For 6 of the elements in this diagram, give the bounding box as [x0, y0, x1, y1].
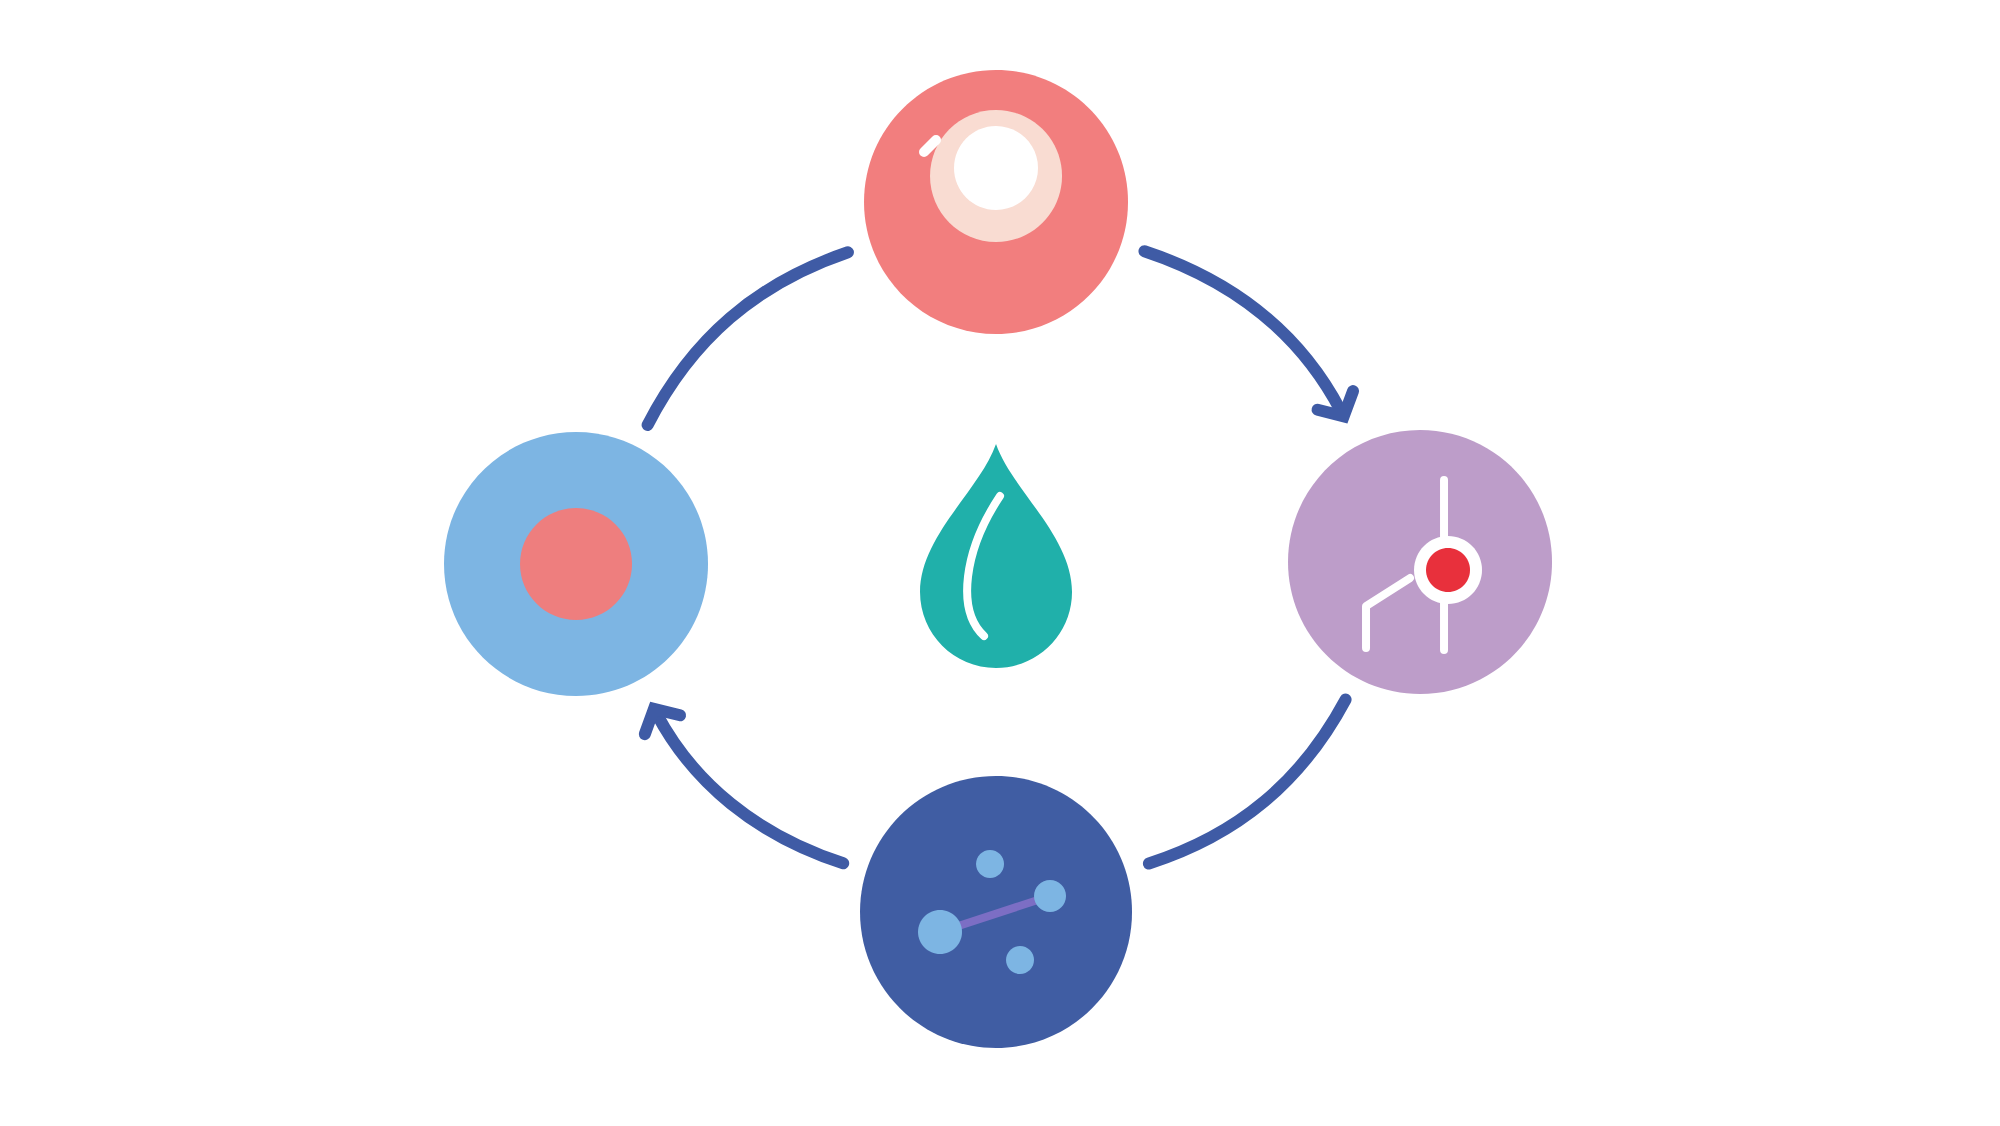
arrow — [638, 701, 850, 870]
icon-circle — [444, 432, 708, 696]
arrow — [1138, 245, 1359, 424]
icon-circle — [864, 70, 1128, 334]
icon-circle — [1288, 430, 1552, 694]
icon-circle — [860, 776, 1132, 1048]
